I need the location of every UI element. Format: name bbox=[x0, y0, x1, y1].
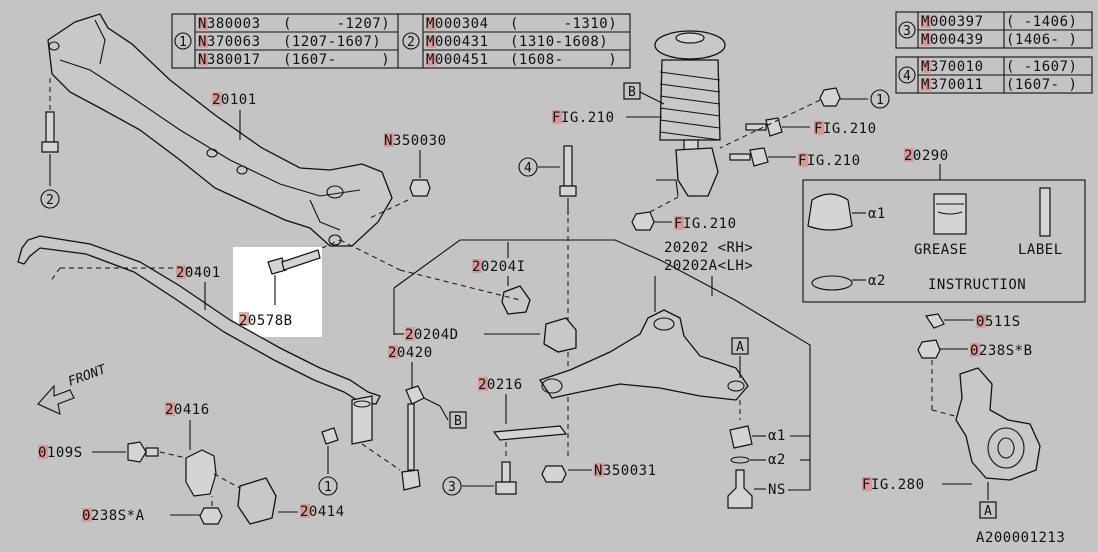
label-fig210-bolt-upper: FIG.210 bbox=[814, 121, 877, 137]
lower-control-arm bbox=[538, 309, 749, 401]
table2-row2-part: M000431 bbox=[426, 34, 489, 50]
label-20420: 20420 bbox=[388, 345, 433, 361]
table4-index: 4 bbox=[903, 69, 911, 84]
table-1-2: 1 2 N380003 ( -1207) N370063 (1207-1607)… bbox=[171, 13, 631, 69]
callout-4-bolt: 4 bbox=[524, 161, 532, 176]
label-20401: 20401 bbox=[176, 265, 221, 281]
crossmember-bolt-left: 2 bbox=[40, 78, 60, 209]
callout-1-strut: 1 bbox=[876, 93, 884, 108]
control-arm-frame bbox=[393, 239, 811, 491]
label-fig210-nut: FIG.210 bbox=[674, 216, 737, 232]
table-3: 3 M000397 ( -1406) M000439 (1406- ) bbox=[895, 11, 1093, 49]
label-20290: 20290 bbox=[904, 148, 949, 164]
ref-a-arm: A bbox=[736, 340, 744, 355]
label-fig280: FIG.280 bbox=[862, 477, 925, 493]
label-alpha1: α1 bbox=[768, 428, 786, 444]
table4-row2-part: M370011 bbox=[921, 77, 984, 93]
label-0109S: 0109S bbox=[38, 445, 83, 461]
table3-row2-range: (1406- ) bbox=[1006, 32, 1077, 48]
table2-row1-range: ( -1310) bbox=[510, 16, 617, 32]
label-20101: 20101 bbox=[212, 92, 257, 108]
label-20216: 20216 bbox=[478, 377, 523, 393]
diagram-id: A200001213 bbox=[976, 530, 1065, 546]
label-0238SB: 0238S*B bbox=[970, 343, 1033, 359]
ref-b-link: B bbox=[454, 414, 462, 429]
label-0238SA: 0238S*A bbox=[82, 508, 145, 524]
table2-row3-part: M000451 bbox=[426, 52, 489, 68]
callout-3-bolt: 3 bbox=[448, 480, 456, 495]
table2-row3-range: (1608- ) bbox=[510, 52, 617, 68]
label-fig210-strut: FIG.210 bbox=[552, 110, 615, 126]
table1-row1-part: N380003 bbox=[198, 16, 261, 32]
table2-index: 2 bbox=[407, 35, 415, 50]
label-20578B: 20578B bbox=[239, 313, 293, 329]
table1-index: 1 bbox=[179, 35, 187, 50]
label-front: FRONT bbox=[66, 362, 109, 390]
crossmember-drawing bbox=[47, 13, 393, 247]
table1-row2-part: N370063 bbox=[198, 34, 261, 50]
callout-2-left: 2 bbox=[46, 193, 54, 208]
label-N350030: N350030 bbox=[384, 133, 447, 149]
kit-label: LABEL bbox=[1018, 242, 1063, 258]
callout-1-bar: 1 bbox=[324, 480, 332, 495]
panel-20578B: 20578B bbox=[233, 247, 322, 337]
label-alpha2: α2 bbox=[768, 452, 786, 468]
front-arrow: FRONT bbox=[37, 362, 109, 415]
ref-b-strut: B bbox=[628, 85, 636, 100]
kit-alpha2: α2 bbox=[868, 273, 886, 289]
kit-box-20290: α1 GREASE LABEL α2 INSTRUCTION bbox=[802, 179, 1086, 303]
ref-a-knuckle: A bbox=[984, 504, 992, 519]
label-N350031: N350031 bbox=[594, 463, 657, 479]
table1-row3-part: N380017 bbox=[198, 52, 261, 68]
table3-row1-range: ( -1406) bbox=[1006, 14, 1077, 30]
label-20204D: 20204D bbox=[405, 327, 459, 343]
label-20202-rh: 20202 <RH> bbox=[664, 240, 753, 256]
label-20204I: 20204I bbox=[472, 259, 526, 275]
table4-row1-range: ( -1607) bbox=[1006, 59, 1077, 75]
label-20202A-lh: 20202A<LH> bbox=[664, 258, 753, 274]
table-4: 4 M370010 ( -1607) M370011 (1607- ) bbox=[895, 56, 1093, 94]
kit-grease: GREASE bbox=[914, 242, 968, 258]
label-ns: NS bbox=[768, 482, 786, 498]
table1-row1-range: ( -1207) bbox=[283, 16, 390, 32]
table2-row1-part: M000304 bbox=[426, 16, 489, 32]
label-20416: 20416 bbox=[165, 402, 210, 418]
label-0511S: 0511S bbox=[976, 314, 1021, 330]
kit-instruction: INSTRUCTION bbox=[928, 277, 1026, 293]
table4-row1-part: M370010 bbox=[921, 59, 984, 75]
label-fig210-bolt-lower: FIG.210 bbox=[798, 153, 861, 169]
table3-row2-part: M000439 bbox=[921, 32, 984, 48]
kit-alpha1: α1 bbox=[868, 206, 886, 222]
table4-row2-range: (1607- ) bbox=[1006, 77, 1077, 93]
steering-knuckle bbox=[955, 367, 1041, 481]
table2-row2-range: (1310-1608) bbox=[510, 34, 608, 50]
stabilizer-bar bbox=[17, 235, 381, 445]
table3-row1-part: M000397 bbox=[921, 14, 984, 30]
strut-assembly bbox=[654, 30, 726, 197]
stabilizer-link bbox=[401, 385, 441, 491]
table3-index: 3 bbox=[903, 24, 911, 39]
table1-row3-range: (1607- ) bbox=[283, 52, 390, 68]
label-20414: 20414 bbox=[300, 504, 345, 520]
table1-row2-range: (1207-1607) bbox=[283, 34, 381, 50]
